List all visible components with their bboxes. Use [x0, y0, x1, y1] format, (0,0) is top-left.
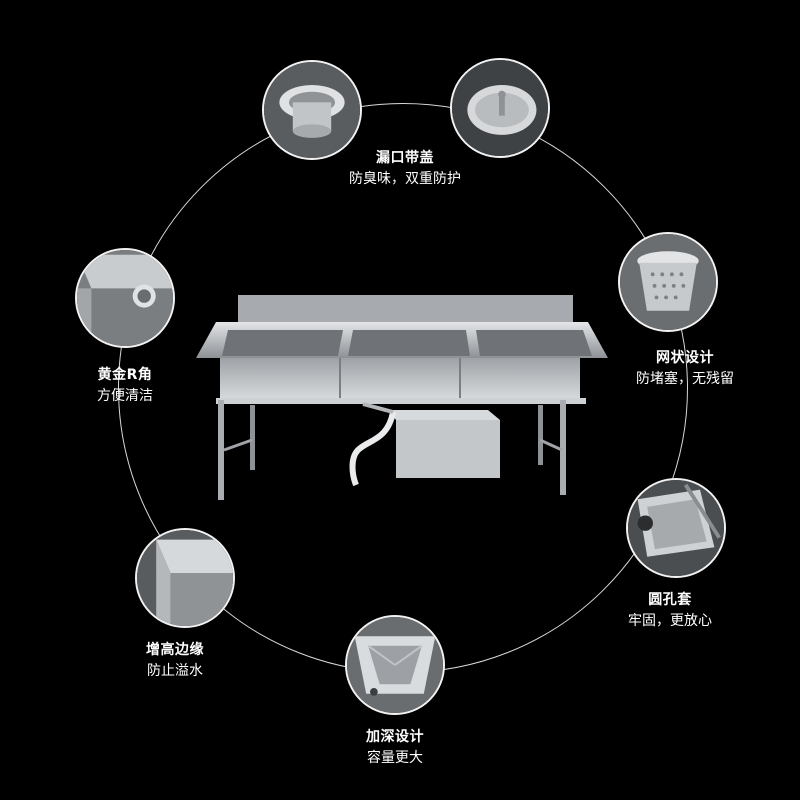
round-hole-photo [626, 478, 726, 578]
feature-title: 增高边缘 [146, 642, 204, 658]
deep-basin-photo [345, 615, 445, 715]
feature-label-mesh-basket: 网状设计 防堵塞，无残留 [610, 348, 760, 390]
drain-fitting-icon [264, 62, 360, 158]
feature-title: 漏口带盖 [376, 150, 434, 166]
feature-label-round-hole: 圆孔套 牢固，更放心 [605, 590, 735, 632]
mesh-strainer-icon [620, 234, 716, 330]
feature-label-r-corner: 黄金R角 方便清洁 [70, 365, 180, 407]
r-corner-photo [75, 248, 175, 348]
r-corner-icon [77, 250, 173, 346]
feature-label-drain-lid: 漏口带盖 防臭味，双重防护 [320, 148, 490, 190]
feature-desc: 防臭味，双重防护 [349, 171, 461, 187]
feature-label-raised-edge: 增高边缘 防止溢水 [115, 640, 235, 682]
feature-title: 黄金R角 [97, 367, 153, 383]
drain-body-photo [262, 60, 362, 160]
feature-desc: 容量更大 [367, 750, 423, 766]
feature-desc: 方便清洁 [97, 388, 153, 404]
feature-label-deep-basin: 加深设计 容量更大 [320, 727, 470, 769]
feature-title: 网状设计 [656, 350, 714, 366]
triple-sink-image [196, 295, 608, 500]
drain-lid-photo [450, 58, 550, 158]
drain-with-lid-icon [452, 60, 548, 156]
feature-desc: 防堵塞，无残留 [636, 371, 734, 387]
raised-edge-photo [135, 528, 235, 628]
deep-basin-icon [347, 617, 443, 713]
feature-title: 圆孔套 [648, 592, 692, 608]
round-hole-sleeve-icon [628, 480, 724, 576]
raised-edge-icon [137, 530, 233, 626]
feature-title: 加深设计 [366, 729, 424, 745]
feature-desc: 牢固，更放心 [628, 613, 712, 629]
mesh-basket-photo [618, 232, 718, 332]
feature-desc: 防止溢水 [147, 663, 203, 679]
